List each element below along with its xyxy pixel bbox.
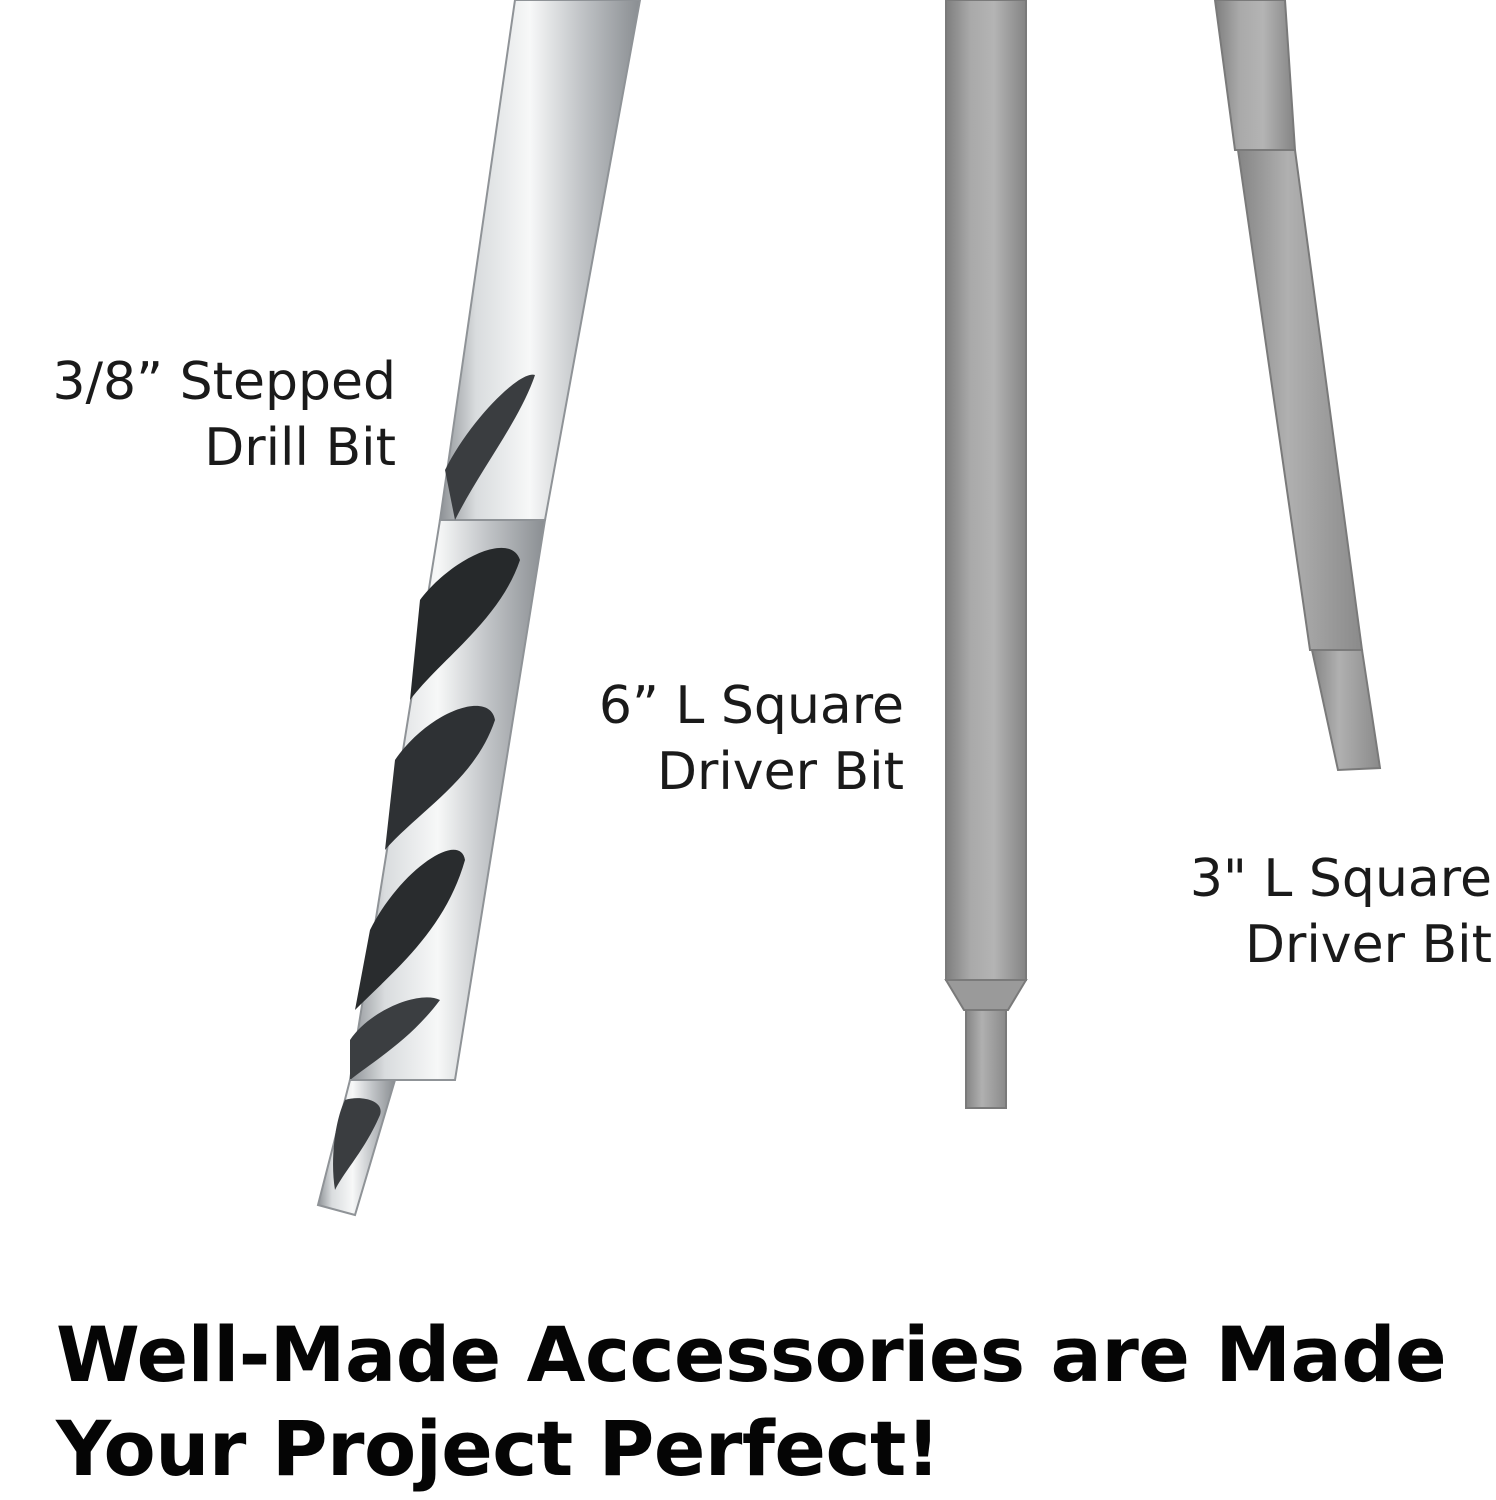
stepped-drill-bit [316, 0, 642, 1217]
driver-shaft [945, 0, 1027, 981]
headline: Well-Made Accessories are Made Your Proj… [56, 1308, 1447, 1496]
six-inch-driver-label-line1: 6” L Square [598, 676, 904, 736]
three-inch-driver-label-line1: 3" L Square [1189, 849, 1492, 909]
drill-flute [355, 849, 465, 1010]
driver-taper [944, 979, 1028, 1011]
six-inch-driver-label: 6” L Square Driver Bit [599, 673, 904, 805]
drill-bit-label: 3/8” Stepped Drill Bit [52, 349, 396, 481]
drill-bit-label-line2: Drill Bit [204, 418, 396, 478]
headline-line2: Your Project Perfect! [56, 1404, 941, 1493]
drill-pilot-flute [333, 1098, 381, 1190]
driver-hex-shank [1213, 0, 1297, 151]
headline-line1: Well-Made Accessories are Made [56, 1310, 1447, 1399]
driver-square-tip [965, 1009, 1007, 1109]
three-inch-square-driver-bit [1213, 0, 1382, 772]
drill-flute [385, 705, 495, 850]
three-inch-driver-label: 3" L Square Driver Bit [1190, 846, 1492, 978]
six-inch-driver-label-line2: Driver Bit [656, 742, 904, 802]
drill-flute [350, 997, 440, 1080]
three-inch-driver-label-line2: Driver Bit [1244, 915, 1492, 975]
drill-flute [445, 374, 535, 520]
six-inch-square-driver-bit [944, 0, 1028, 1109]
drill-bit-label-line1: 3/8” Stepped [52, 352, 396, 412]
drill-flute [410, 547, 520, 700]
driver-square-tip [1310, 649, 1382, 772]
driver-shaft [1236, 149, 1364, 651]
